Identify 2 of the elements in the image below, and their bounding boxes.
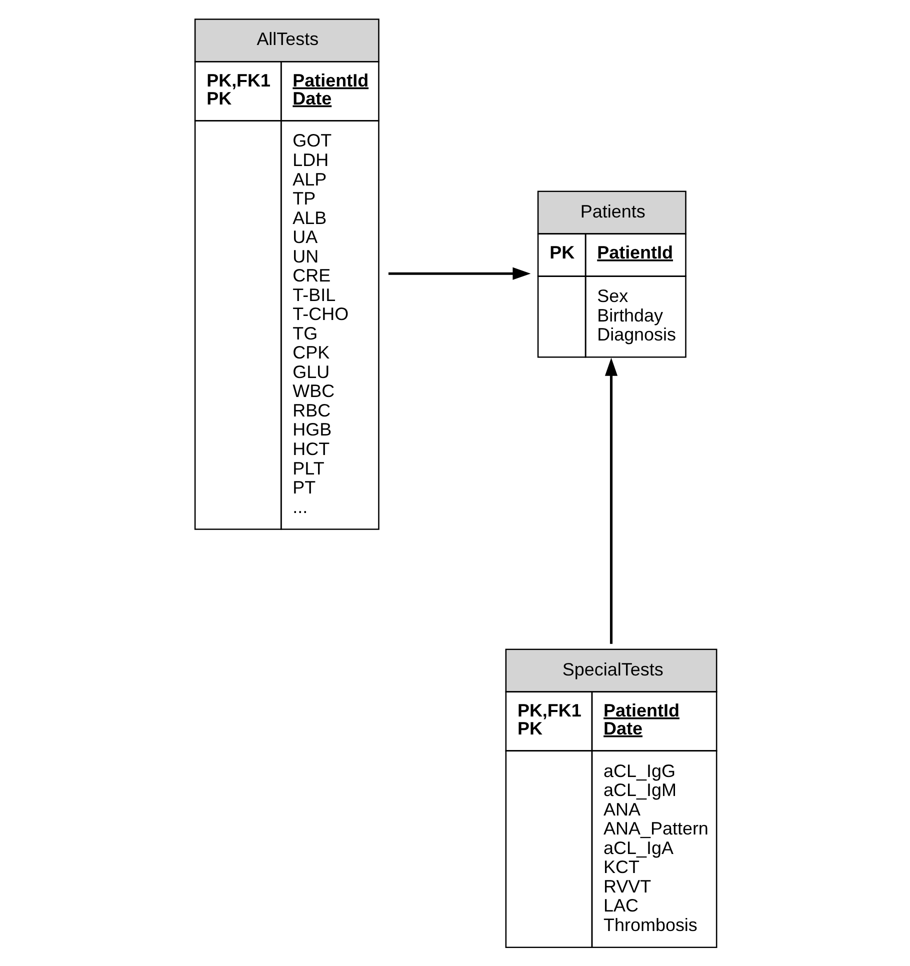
arrow	[388, 267, 530, 280]
arrow	[604, 358, 618, 644]
